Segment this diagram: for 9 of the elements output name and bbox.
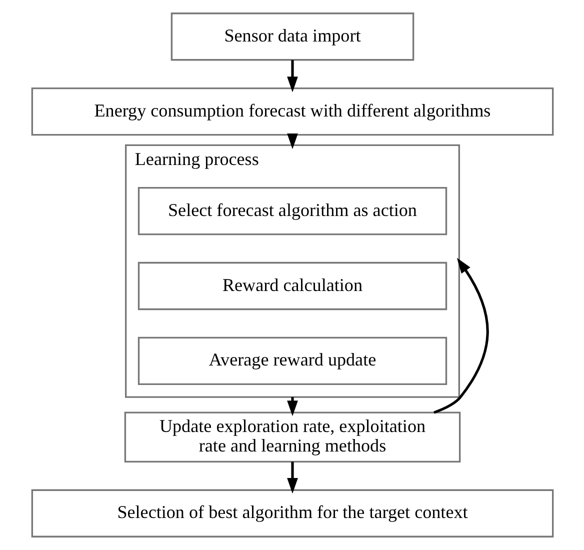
node-box: Reward calculation — [137, 262, 447, 310]
node-box: Update exploration rate, exploitation rate and learning methods — [124, 412, 460, 463]
arrow — [286, 60, 298, 92]
arrow — [286, 462, 298, 494]
node-box: Average reward update — [137, 336, 447, 385]
arrow — [433, 258, 488, 414]
node-box: Select forecast algorithm as action — [137, 186, 447, 236]
node-box: Sensor data import — [170, 12, 414, 61]
node-box: Selection of best algorithm for the target context — [30, 489, 554, 538]
